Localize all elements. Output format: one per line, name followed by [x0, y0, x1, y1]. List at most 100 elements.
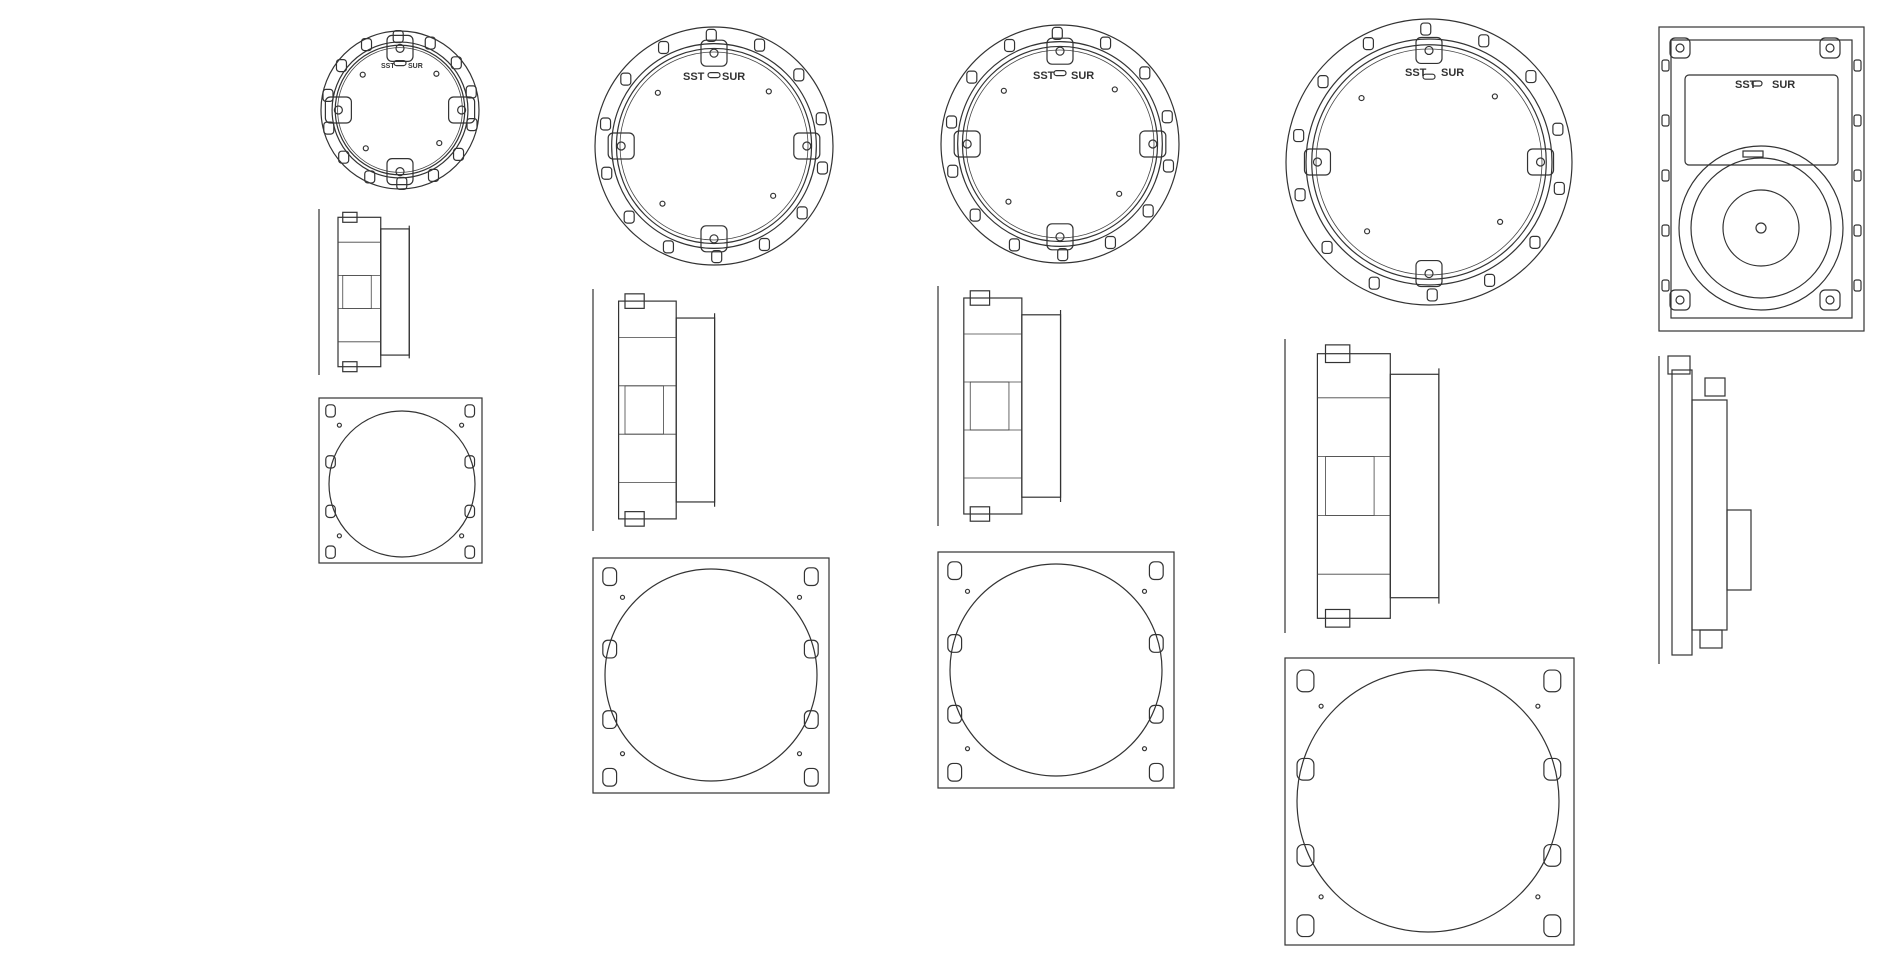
switch-label-sur-3: SUR	[1071, 70, 1094, 82]
mounting-tab	[1008, 238, 1021, 252]
speaker-2-views	[592, 26, 834, 794]
clamp-screw	[1424, 45, 1434, 56]
in-wall-frame	[1658, 26, 1865, 332]
mounting-tab	[969, 208, 981, 222]
template-slot	[464, 404, 476, 418]
speaker-body	[963, 297, 1023, 515]
mounting-tab	[1162, 159, 1175, 173]
screw-hole	[436, 139, 443, 147]
clamp-screw	[802, 141, 812, 151]
mounting-tab	[323, 121, 335, 135]
inner-frame	[1670, 39, 1853, 319]
cutout-circle	[949, 563, 1163, 777]
screw-hole	[1000, 87, 1007, 94]
template-slot	[1543, 843, 1562, 867]
mounting-tab	[1853, 279, 1862, 292]
dog-ear-clamp	[386, 158, 414, 186]
template-slot	[464, 455, 476, 469]
mounting-tab	[1853, 169, 1862, 182]
screw-hole	[659, 200, 666, 207]
template-slot	[602, 567, 618, 587]
switch-label-sst-5: SST	[1735, 79, 1757, 91]
template-hole	[1535, 894, 1541, 900]
screw-hole	[362, 145, 369, 152]
template-slot	[1296, 669, 1315, 693]
mounting-tab	[1294, 188, 1306, 202]
template-hole	[619, 751, 626, 757]
mounting-tab	[466, 117, 478, 132]
inner-ring	[331, 41, 469, 179]
mounting-tab	[1003, 38, 1016, 53]
mounting-tab	[657, 40, 670, 55]
baffle-edge	[334, 44, 466, 176]
cutout-circle	[328, 410, 476, 558]
outer-bezel	[594, 26, 834, 266]
mounting-tab	[1420, 22, 1432, 36]
clamp-top	[1324, 344, 1351, 364]
screw-hole	[359, 71, 366, 78]
screw-hole	[433, 70, 440, 77]
mounting-tab	[1293, 128, 1305, 143]
dog-ear-clamp	[1526, 148, 1555, 176]
cutout-circle	[604, 568, 818, 782]
mounting-tab	[392, 29, 404, 44]
woofer-frame	[1678, 145, 1844, 311]
template-slot	[325, 504, 336, 519]
magnet-housing	[380, 228, 410, 356]
outer-bezel	[320, 30, 480, 190]
mounting-tab	[1661, 114, 1670, 127]
dog-ear-clamp	[700, 225, 728, 253]
mounting-tab	[427, 168, 440, 182]
clamp-screw	[962, 139, 972, 149]
screw-hole	[654, 89, 661, 96]
mounting-tab	[758, 237, 771, 252]
outer-bezel	[940, 24, 1180, 264]
mounting-tab	[620, 72, 632, 86]
cutout-circle	[1296, 669, 1560, 933]
mounting-tab	[793, 68, 805, 82]
mounting-tab	[424, 36, 436, 50]
clamp-bottom	[969, 506, 991, 522]
switch-icon	[1751, 80, 1763, 87]
dog-ear-clamp	[1669, 289, 1691, 311]
dust-cap	[1755, 222, 1767, 234]
cutout-template	[937, 551, 1175, 789]
template-slot	[803, 567, 819, 587]
template-hole	[1141, 588, 1148, 594]
mounting-tab	[360, 38, 373, 52]
in-wall-body	[1671, 369, 1693, 656]
screw-hole	[770, 192, 777, 199]
inner-ring	[1305, 38, 1553, 286]
mounting-tab	[705, 28, 717, 42]
template-slot	[1543, 757, 1562, 781]
template-slot	[602, 767, 618, 787]
mounting-tab	[1529, 235, 1541, 249]
mounting-tab	[338, 150, 350, 164]
mounting-tab	[1853, 59, 1862, 72]
mounting-tab	[364, 170, 376, 184]
template-slot	[947, 561, 963, 581]
cutout-template	[592, 557, 830, 794]
switch-label-sst-3: SST	[1033, 70, 1055, 82]
mounting-tab	[796, 206, 808, 220]
clamp-top	[1667, 355, 1691, 375]
woofer-surround	[1690, 157, 1832, 299]
template-slot	[1296, 843, 1315, 867]
switch-label-sur-5: SUR	[1772, 79, 1795, 91]
mounting-tab	[1051, 26, 1063, 40]
grille-edge	[965, 49, 1155, 239]
dog-ear-clamp	[1819, 37, 1841, 59]
mounting-tab	[1661, 169, 1670, 182]
mounting-tab	[711, 250, 723, 264]
terminal-block	[624, 385, 664, 435]
dog-ear-clamp	[324, 96, 352, 124]
switch-label-sst-1: SST	[381, 63, 395, 70]
template-hole	[1318, 703, 1324, 709]
speaker-4-views	[1284, 18, 1575, 946]
mounting-tab	[1368, 276, 1380, 290]
switch-icon	[1053, 69, 1067, 77]
template-slot	[947, 762, 963, 782]
inner-ring	[957, 41, 1163, 247]
template-slot	[1148, 561, 1164, 581]
mounting-tab	[599, 117, 612, 131]
